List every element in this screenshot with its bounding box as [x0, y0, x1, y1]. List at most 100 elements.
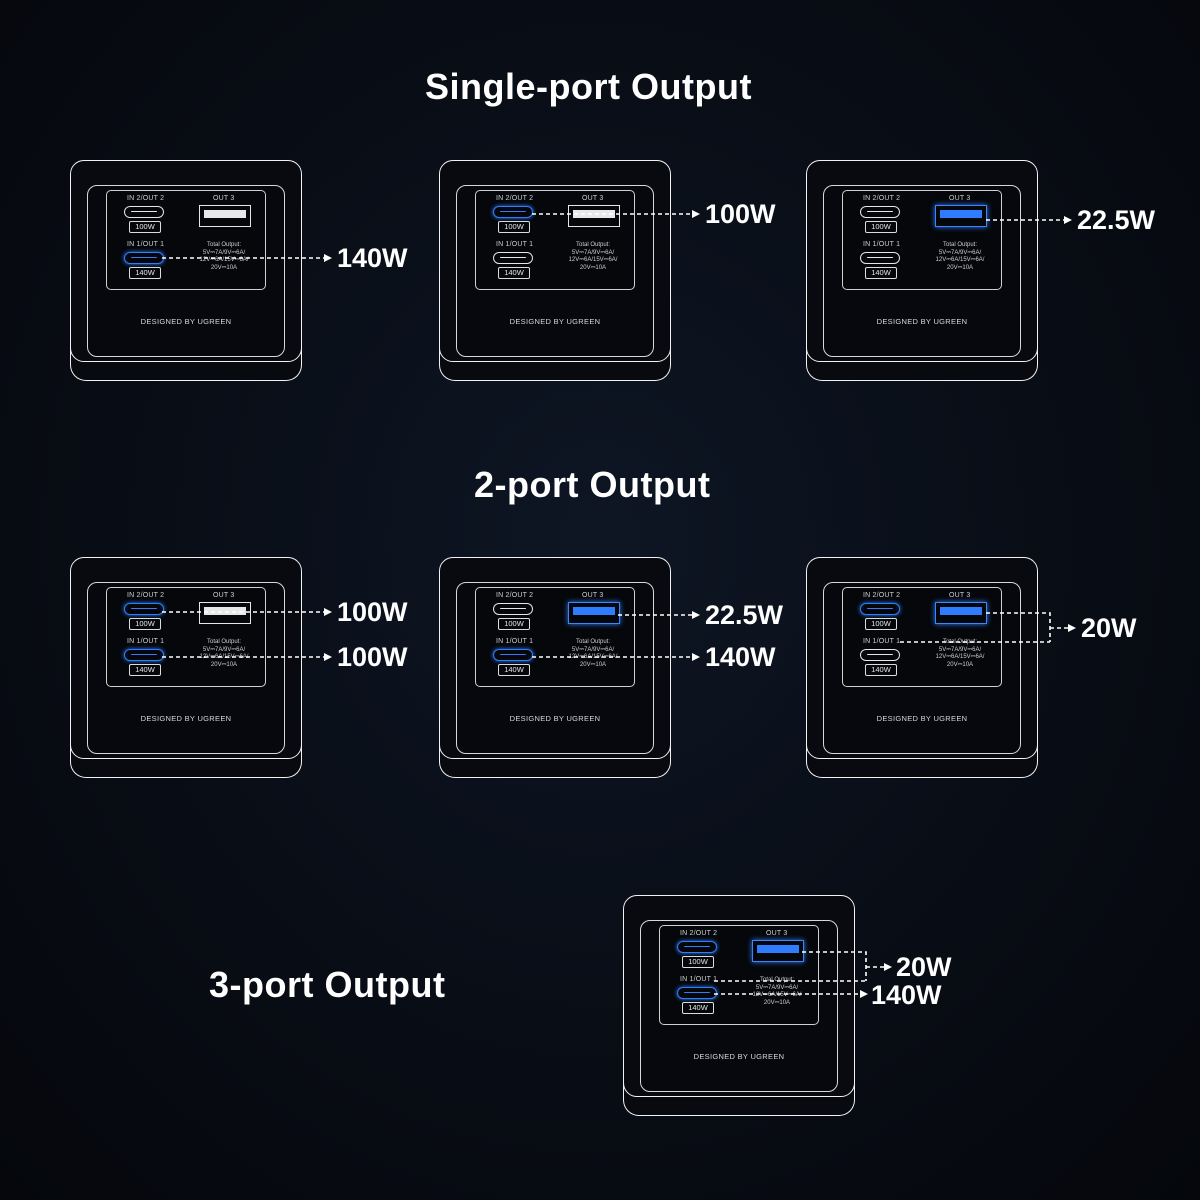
port-label-in1-out1: IN 1/OUT 1 — [496, 638, 534, 645]
total-output-spec: Total Output: 5V⎓7A/9V⎓6A/ 12V⎓6A/15V⎓6A… — [744, 977, 810, 1007]
port-label-out3: OUT 3 — [213, 592, 235, 599]
usb-c-port-2 — [493, 206, 533, 218]
spec-line-3: 20V⎓10A — [210, 661, 238, 668]
spec-title: Total Output: — [575, 242, 611, 248]
device-front-face: IN 2/OUT 2 100W IN 1/OUT 1 140W OUT 3 To… — [87, 582, 285, 754]
spec-line-1: 5V⎓7A/9V⎓6A/ — [202, 249, 246, 256]
port-label-in2-out2: IN 2/OUT 2 — [863, 592, 901, 599]
device-front-face: IN 2/OUT 2 100W IN 1/OUT 1 140W OUT 3 To… — [456, 185, 654, 357]
device-front-face: IN 2/OUT 2 100W IN 1/OUT 1 140W OUT 3 To… — [823, 582, 1021, 754]
charger-device-2: IN 2/OUT 2 100W IN 1/OUT 1 140W OUT 3 To… — [439, 160, 671, 382]
total-output-spec: Total Output: 5V⎓7A/9V⎓6A/ 12V⎓6A/15V⎓6A… — [191, 242, 257, 272]
usb-c-port-2 — [860, 206, 900, 218]
charger-device-1: IN 2/OUT 2 100W IN 1/OUT 1 140W OUT 3 To… — [70, 160, 302, 382]
total-output-spec: Total Output: 5V⎓7A/9V⎓6A/ 12V⎓6A/15V⎓6A… — [560, 639, 626, 669]
designed-by-label: DESIGNED BY UGREEN — [509, 317, 601, 326]
total-output-spec: Total Output: 5V⎓7A/9V⎓6A/ 12V⎓6A/15V⎓6A… — [927, 242, 993, 272]
section-title-three-port: 3-port Output — [209, 964, 446, 1005]
spec-line-1: 5V⎓7A/9V⎓6A/ — [755, 984, 799, 991]
spec-line-3: 20V⎓10A — [763, 999, 791, 1006]
spec-line-3: 20V⎓10A — [579, 661, 607, 668]
output-label-two-c2a: 20W — [1081, 613, 1137, 643]
port-label-in2-out2: IN 2/OUT 2 — [496, 195, 534, 202]
port-panel: IN 2/OUT 2 100W IN 1/OUT 1 140W OUT 3 To… — [842, 190, 1002, 290]
wattage-badge-140w: 140W — [498, 267, 530, 279]
total-output-spec: Total Output: 5V⎓7A/9V⎓6A/ 12V⎓6A/15V⎓6A… — [927, 639, 993, 669]
wattage-badge-100w: 100W — [865, 221, 897, 233]
wattage-badge-140w: 140W — [129, 267, 161, 279]
spec-line-2: 12V⎓6A/15V⎓6A/ — [199, 654, 249, 660]
output-label-single-c1: 140W — [337, 243, 408, 273]
wattage-badge-140w: 140W — [682, 1002, 714, 1014]
wattage-badge-100w: 100W — [498, 618, 530, 630]
spec-line-1: 5V⎓7A/9V⎓6A/ — [202, 646, 246, 653]
spec-line-2: 12V⎓6A/15V⎓6A/ — [935, 654, 985, 660]
usb-c-port-2 — [860, 603, 900, 615]
device-front-face: IN 2/OUT 2 100W IN 1/OUT 1 140W OUT 3 To… — [456, 582, 654, 754]
port-label-out3: OUT 3 — [766, 930, 788, 937]
usb-c-port-1 — [493, 649, 533, 661]
port-label-out3: OUT 3 — [949, 195, 971, 202]
usb-a-port — [568, 602, 620, 624]
port-label-out3: OUT 3 — [582, 195, 604, 202]
spec-title: Total Output: — [759, 977, 795, 983]
total-output-spec: Total Output: 5V⎓7A/9V⎓6A/ 12V⎓6A/15V⎓6A… — [560, 242, 626, 272]
output-label-single-c2: 100W — [705, 199, 776, 229]
usb-a-port — [199, 602, 251, 624]
port-panel: IN 2/OUT 2 100W IN 1/OUT 1 140W OUT 3 To… — [659, 925, 819, 1025]
wattage-badge-140w: 140W — [865, 267, 897, 279]
designed-by-label: DESIGNED BY UGREEN — [693, 1052, 785, 1061]
spec-line-1: 5V⎓7A/9V⎓6A/ — [571, 249, 615, 256]
section-title-single-port: Single-port Output — [425, 66, 752, 107]
usb-c-port-2 — [124, 206, 164, 218]
usb-c-port-1 — [493, 252, 533, 264]
wattage-badge-140w: 140W — [498, 664, 530, 676]
usb-a-port — [935, 205, 987, 227]
port-label-out3: OUT 3 — [213, 195, 235, 202]
port-label-in1-out1: IN 1/OUT 1 — [863, 638, 901, 645]
port-label-in1-out1: IN 1/OUT 1 — [496, 241, 534, 248]
charger-device-3: IN 2/OUT 2 100W IN 1/OUT 1 140W OUT 3 To… — [806, 160, 1038, 382]
port-label-in2-out2: IN 2/OUT 2 — [680, 930, 718, 937]
output-label-three-bottom: 140W — [871, 980, 942, 1010]
port-panel: IN 2/OUT 2 100W IN 1/OUT 1 140W OUT 3 To… — [842, 587, 1002, 687]
usb-c-port-1 — [124, 252, 164, 264]
designed-by-label: DESIGNED BY UGREEN — [876, 714, 968, 723]
designed-by-label: DESIGNED BY UGREEN — [140, 317, 232, 326]
wattage-badge-100w: 100W — [498, 221, 530, 233]
port-label-out3: OUT 3 — [582, 592, 604, 599]
port-label-in1-out1: IN 1/OUT 1 — [127, 638, 165, 645]
charger-device-6: IN 2/OUT 2 100W IN 1/OUT 1 140W OUT 3 To… — [806, 557, 1038, 779]
output-label-two-cc-top: 100W — [337, 597, 408, 627]
spec-line-2: 12V⎓6A/15V⎓6A/ — [935, 257, 985, 263]
port-label-in1-out1: IN 1/OUT 1 — [863, 241, 901, 248]
usb-a-port — [199, 205, 251, 227]
spec-title: Total Output: — [206, 639, 242, 645]
wattage-badge-100w: 100W — [129, 618, 161, 630]
device-front-face: IN 2/OUT 2 100W IN 1/OUT 1 140W OUT 3 To… — [87, 185, 285, 357]
spec-title: Total Output: — [575, 639, 611, 645]
wattage-badge-100w: 100W — [682, 956, 714, 968]
usb-c-port-1 — [860, 252, 900, 264]
usb-c-port-1 — [124, 649, 164, 661]
spec-title: Total Output: — [942, 242, 978, 248]
spec-line-2: 12V⎓6A/15V⎓6A/ — [752, 992, 802, 998]
spec-line-2: 12V⎓6A/15V⎓6A/ — [568, 257, 618, 263]
port-label-in2-out2: IN 2/OUT 2 — [127, 195, 165, 202]
spec-title: Total Output: — [942, 639, 978, 645]
spec-line-3: 20V⎓10A — [946, 661, 974, 668]
charger-device-4: IN 2/OUT 2 100W IN 1/OUT 1 140W OUT 3 To… — [70, 557, 302, 779]
designed-by-label: DESIGNED BY UGREEN — [140, 714, 232, 723]
designed-by-label: DESIGNED BY UGREEN — [509, 714, 601, 723]
usb-c-port-2 — [677, 941, 717, 953]
output-label-two-cc-bottom: 100W — [337, 642, 408, 672]
device-front-face: IN 2/OUT 2 100W IN 1/OUT 1 140W OUT 3 To… — [823, 185, 1021, 357]
port-label-in1-out1: IN 1/OUT 1 — [680, 976, 718, 983]
usb-a-port — [752, 940, 804, 962]
output-label-two-ca-bottom: 140W — [705, 642, 776, 672]
usb-c-port-2 — [493, 603, 533, 615]
wattage-badge-140w: 140W — [129, 664, 161, 676]
usb-a-port — [568, 205, 620, 227]
port-label-in2-out2: IN 2/OUT 2 — [863, 195, 901, 202]
designed-by-label: DESIGNED BY UGREEN — [876, 317, 968, 326]
